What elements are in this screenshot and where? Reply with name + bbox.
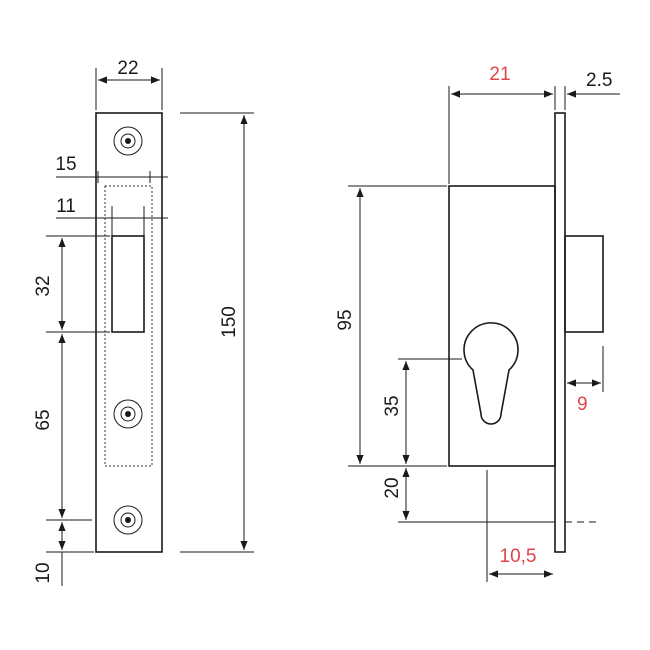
screw-hole-top (113, 126, 143, 156)
side-view: 21 2.5 95 35 20 (335, 64, 620, 582)
dim-plate-thickness: 2.5 (567, 70, 620, 98)
screw-hole-bottom (113, 505, 143, 535)
dim-backset: 10,5 (489, 546, 553, 578)
latch-bolt (564, 235, 604, 333)
dim-key-height: 35 (382, 358, 462, 464)
dim-inner-width: 15 (55, 154, 168, 183)
dim-key-offset: 20 (382, 468, 410, 520)
dim-label-slot-height: 32 (33, 275, 54, 296)
dim-label-slot-width: 11 (56, 196, 76, 217)
dim-label-total-height: 150 (219, 306, 240, 338)
dim-bolt-projection: 9 (567, 346, 604, 415)
screw-hole-middle (113, 399, 143, 429)
dim-label-bolt-projection: 9 (577, 394, 588, 415)
dim-label-body-height: 95 (335, 309, 356, 330)
dim-label-key-offset: 20 (382, 477, 403, 498)
dim-label-width: 22 (117, 58, 138, 79)
dim-label-key-height: 35 (382, 395, 403, 416)
faceplate-view: 22 15 11 32 65 10 (33, 58, 254, 586)
dim-label-inner-width: 15 (55, 154, 76, 175)
latch-slot (111, 235, 145, 333)
dim-label-depth: 21 (489, 64, 510, 85)
front-plate (554, 112, 566, 553)
cylinder-keyhole (463, 322, 519, 425)
lock-case-hidden-outline (104, 185, 153, 467)
lock-body (448, 185, 556, 467)
dim-total-height: 150 (180, 112, 254, 553)
dim-label-bottom-offset: 10 (33, 562, 54, 583)
dim-label-backset: 10,5 (500, 546, 537, 567)
dim-left-chain: 32 65 10 (33, 235, 110, 586)
dim-slot-width: 11 (56, 196, 168, 236)
dim-body-height: 95 (335, 185, 447, 467)
dim-faceplate-width: 22 (95, 58, 163, 110)
dim-label-plate-thickness: 2.5 (586, 70, 612, 91)
dim-label-hole-spacing: 65 (33, 409, 54, 430)
dim-depth: 21 (448, 64, 566, 184)
